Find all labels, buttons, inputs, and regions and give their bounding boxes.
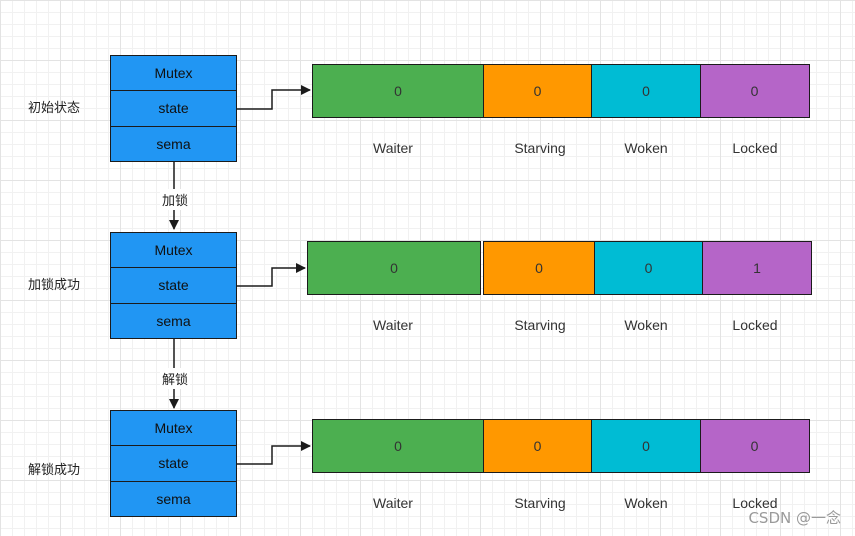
mutex-title: Mutex	[111, 56, 236, 92]
sema-field: sema	[156, 135, 191, 152]
state-field: state	[111, 91, 236, 127]
starving-bit: 0	[482, 64, 593, 118]
starving-label: Starving	[514, 317, 566, 333]
woken-bit: 0	[591, 64, 701, 118]
mutex-struct-initial: Mutex state sema	[110, 55, 237, 162]
woken-label: Woken	[624, 317, 668, 333]
stage-label-locked: 加锁成功	[28, 278, 81, 293]
starving-bit: 0	[482, 419, 593, 473]
transition-label-lock: 加锁	[159, 189, 191, 210]
mutex-struct-locked: Mutex state sema	[110, 232, 237, 339]
locked-bit: 0	[699, 64, 810, 118]
stage-label-initial: 初始状态	[28, 101, 81, 116]
woken-bit: 0	[591, 419, 701, 473]
waiter-label: Waiter	[373, 495, 413, 511]
woken-bit: 0	[593, 241, 704, 295]
waiter-label: Waiter	[373, 140, 413, 156]
starving-label: Starving	[514, 495, 566, 511]
state-bits-locked: 0 0 0 1	[307, 241, 812, 295]
state-connector-1	[237, 85, 311, 110]
csdn-watermark: CSDN @一念	[748, 509, 841, 527]
state-bits-unlocked: 0 0 0 0	[312, 419, 810, 473]
locked-label: Locked	[732, 140, 778, 156]
sema-field: sema	[156, 312, 191, 329]
mutex-title: Mutex	[111, 411, 236, 447]
state-field: state	[111, 268, 236, 304]
state-field: state	[111, 446, 236, 482]
state-connector-2	[237, 263, 306, 287]
locked-label: Locked	[732, 495, 778, 511]
starving-bit: 0	[483, 241, 595, 295]
woken-label: Woken	[624, 140, 668, 156]
locked-label: Locked	[732, 317, 778, 333]
stage-label-unlocked: 解锁成功	[28, 463, 81, 478]
locked-bit: 1	[702, 241, 812, 295]
state-bits-initial: 0 0 0 0	[312, 64, 810, 118]
mutex-title: Mutex	[111, 233, 236, 269]
transition-label-unlock: 解锁	[159, 368, 191, 389]
state-connector-3	[237, 441, 311, 465]
waiter-bit: 0	[312, 419, 484, 473]
waiter-bit: 0	[307, 241, 481, 295]
waiter-label: Waiter	[373, 317, 413, 333]
waiter-bit: 0	[312, 64, 484, 118]
sema-field: sema	[156, 490, 191, 507]
starving-label: Starving	[514, 140, 566, 156]
mutex-struct-unlocked: Mutex state sema	[110, 410, 237, 517]
woken-label: Woken	[624, 495, 668, 511]
locked-bit: 0	[699, 419, 810, 473]
